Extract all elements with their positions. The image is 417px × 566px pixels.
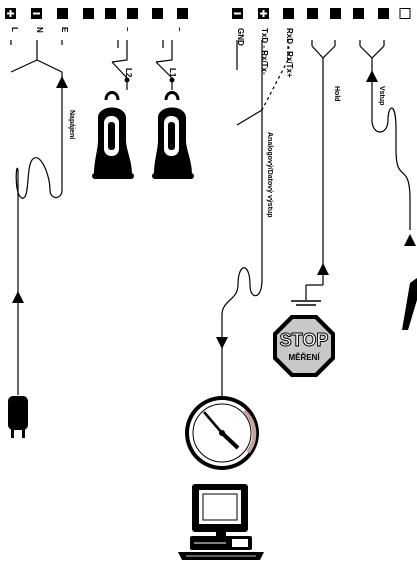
terminal-block	[57, 8, 68, 19]
terminal-label-n: N	[35, 27, 44, 33]
switch-label-l1: L1	[168, 68, 177, 78]
minus-terminal-icon	[31, 8, 42, 19]
switch-dash-label: –	[175, 27, 184, 32]
terminal-block	[330, 8, 341, 19]
horn-icon	[92, 91, 134, 179]
terminal-label-l: L	[10, 27, 19, 32]
switch-contact	[169, 77, 175, 83]
input-label: Vstup	[378, 86, 385, 106]
terminal-block	[83, 8, 94, 19]
power-label: Napájení	[68, 110, 75, 140]
terminal-block	[177, 8, 188, 19]
terminal-block	[283, 8, 294, 19]
stop-title: STOP	[279, 330, 329, 350]
hold-label: Hold	[333, 86, 340, 102]
switch-dash-label: –	[123, 27, 132, 32]
arrow-up-icon	[366, 70, 378, 82]
terminal-block-empty	[399, 8, 411, 19]
gauge-icon	[185, 396, 259, 470]
stop-subtitle: MĚŘENÍ	[288, 353, 320, 362]
computer-icon	[178, 484, 264, 560]
gnd-label: GND	[236, 28, 245, 46]
arrow-up-icon	[404, 234, 416, 246]
txd-label: TxD - Rx/Tx-	[260, 28, 269, 75]
sensor-probe-icon	[402, 278, 417, 330]
terminal-label-e: E	[60, 27, 69, 33]
arrow-down-icon	[216, 337, 228, 349]
analog-output-label: Analogový/Datový výstup	[266, 132, 273, 218]
switches	[111, 40, 173, 90]
analog-wiring	[221, 40, 289, 420]
power-wiring	[10, 40, 63, 395]
terminal-strip	[5, 8, 411, 19]
arrow-up-icon	[12, 291, 24, 303]
arrow-up-icon	[317, 263, 329, 275]
hold-wiring	[305, 40, 336, 300]
ground-icon	[291, 300, 321, 306]
stop-sign-icon	[273, 315, 335, 377]
arrow-up-icon	[56, 76, 68, 88]
plug-icon	[8, 396, 28, 438]
terminal-block	[353, 8, 364, 19]
terminal-block	[127, 8, 138, 19]
terminal-block	[152, 8, 163, 19]
terminal-block	[378, 8, 389, 19]
plus-terminal-icon	[5, 8, 16, 19]
switch-label-l2: L2	[124, 68, 133, 78]
minus-terminal-icon	[232, 8, 243, 19]
terminal-block	[307, 8, 318, 19]
terminal-block	[105, 8, 116, 19]
rxd-label: RxD - Rx/Tx+	[285, 28, 294, 78]
switch-contact	[124, 77, 130, 83]
input-wiring	[359, 40, 411, 230]
horn-icon	[152, 91, 194, 179]
plus-terminal-icon	[258, 8, 269, 19]
